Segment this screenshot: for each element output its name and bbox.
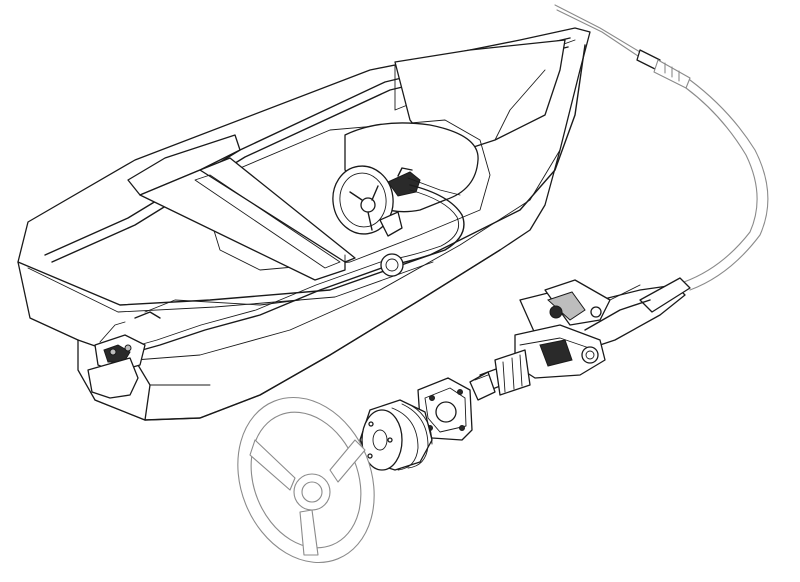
transom-motor (87, 321, 146, 399)
push-pull-cable (554, 4, 769, 291)
outboard-motor (479, 277, 691, 396)
wheel-spacer-hub (359, 399, 433, 471)
internal-cable-run (131, 184, 465, 353)
helm-steering-wheel (332, 165, 461, 237)
steering-wheel-exploded (237, 396, 375, 564)
helm-unit (469, 371, 496, 401)
